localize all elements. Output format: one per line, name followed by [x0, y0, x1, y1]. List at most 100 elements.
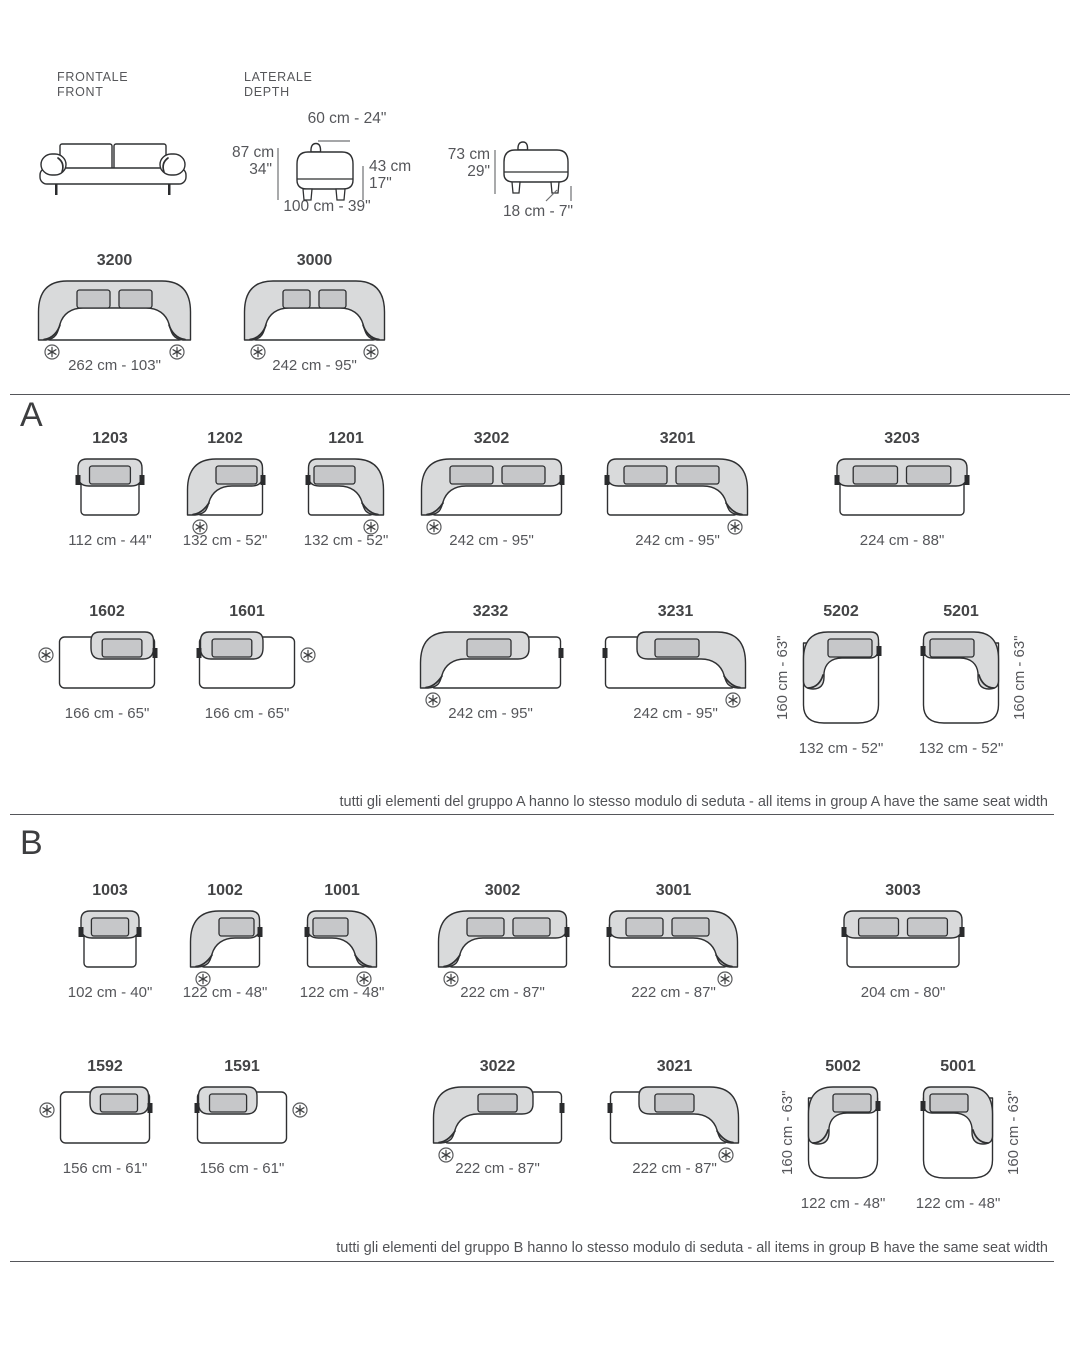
- module-width-dim: 156 cm - 61": [199, 1160, 285, 1177]
- module-width-dim: 222 cm - 87": [631, 984, 716, 1001]
- module-code: 3001: [655, 882, 692, 899]
- module-3022: 3022 222 cm - 87": [432, 1056, 565, 1181]
- module-width-dim: 242 cm - 95": [449, 532, 534, 549]
- module-width-dim: 132 cm - 52": [918, 740, 1004, 757]
- group-b-letter: B: [20, 824, 43, 862]
- module-top-view-diagram: [39, 1086, 153, 1145]
- asterisk-icon: [438, 1147, 454, 1163]
- module-top-view-diagram: [604, 458, 749, 535]
- module-width-dim: 156 cm - 61": [62, 1160, 148, 1177]
- asterisk-icon: [192, 519, 208, 535]
- module-top-view-diagram: [305, 458, 385, 535]
- module-top-view-diagram: [38, 631, 158, 690]
- module-code: 1003: [92, 882, 128, 899]
- connector-tab: [964, 475, 970, 485]
- connector-tab: [304, 927, 310, 937]
- connector-tab: [559, 475, 565, 485]
- back-cushion-left: [59, 143, 113, 172]
- module-depth-dim: 160 cm - 63": [1005, 1090, 1022, 1176]
- module-top-view-diagram: [920, 631, 1000, 725]
- connector-tab: [606, 927, 612, 937]
- module-code: 3022: [479, 1058, 516, 1075]
- module-width-dim: 132 cm - 52": [303, 532, 389, 549]
- module-top-view-diagram: [419, 631, 564, 708]
- module-width-dim: 242 cm - 95": [272, 357, 357, 374]
- asterisk-icon: [425, 692, 441, 708]
- asterisk-icon: [292, 1102, 308, 1118]
- connector-tab: [139, 475, 145, 485]
- connector-tab: [257, 927, 263, 937]
- module-depth-dim: 160 cm - 63": [1011, 635, 1028, 721]
- asterisk-icon: [250, 344, 266, 360]
- connector-tab: [841, 927, 847, 937]
- module-width-dim: 222 cm - 87": [455, 1160, 540, 1177]
- back-height-cm: 73 cm: [447, 146, 490, 163]
- front-label-en: FRONT: [57, 85, 104, 99]
- sofa-front-view-drawing: [39, 143, 187, 195]
- side-view-2-drawing: [494, 141, 572, 202]
- leg-left: [55, 184, 58, 195]
- leg: [511, 181, 521, 194]
- module-code: 1591: [224, 1058, 260, 1075]
- module-width-dim: 132 cm - 52": [798, 740, 884, 757]
- asterisk-icon: [356, 971, 372, 987]
- module-width-dim: 122 cm - 48": [182, 984, 268, 1001]
- module-width-dim: 242 cm - 95": [635, 532, 720, 549]
- module-code: 3002: [484, 882, 521, 899]
- arm-curl-right: [162, 157, 169, 173]
- connector-tab: [78, 927, 84, 937]
- module-top-view-diagram: [37, 280, 192, 360]
- side-view-back-height: 73 cm 29" 18 cm - 7": [438, 106, 648, 220]
- handle-loop: [517, 141, 529, 151]
- module-depth-dim: 160 cm - 63": [774, 635, 791, 721]
- module-5202: 5202 132 cm - 52" 160 cm - 63": [774, 601, 883, 761]
- connector-tab: [75, 475, 81, 485]
- side-view-dimensioned: 60 cm - 24" 87 cm 34" 43 cm 17" 100 cm -…: [232, 106, 442, 218]
- module-top-view-diagram: [243, 280, 386, 360]
- module-code: 5001: [940, 1058, 976, 1075]
- connector-tab: [920, 646, 926, 656]
- connector-tab: [875, 1101, 881, 1111]
- module-width-dim: 122 cm - 48": [800, 1195, 886, 1212]
- connector-tab: [559, 1103, 565, 1113]
- module-code: 5202: [823, 603, 859, 620]
- module-top-view-diagram: [834, 458, 970, 517]
- group-b-note: tutti gli elementi del gruppo B hanno lo…: [336, 1240, 1048, 1256]
- module-width-dim: 224 cm - 88": [859, 532, 945, 549]
- module-code: 3000: [296, 252, 333, 269]
- front-view-label: FRONTALE FRONT: [57, 70, 128, 100]
- module-top-view-diagram: [189, 910, 263, 987]
- seat-base: [39, 167, 187, 185]
- seat-height-in: 17": [369, 175, 392, 192]
- group-b-note-rule: [10, 1261, 1054, 1262]
- asterisk-icon: [363, 519, 379, 535]
- leg-right: [168, 184, 171, 195]
- module-code: 3231: [657, 603, 694, 620]
- asterisk-icon: [195, 971, 211, 987]
- module-width-dim: 166 cm - 65": [64, 705, 150, 722]
- asterisk-icon: [169, 344, 185, 360]
- module-code: 1001: [324, 882, 360, 899]
- back-height-in: 29": [467, 163, 490, 180]
- module-code: 1592: [87, 1058, 123, 1075]
- connector-tab: [152, 648, 158, 658]
- leg: [335, 188, 346, 201]
- module-width-dim: 132 cm - 52": [182, 532, 268, 549]
- back-cushion-right: [113, 143, 167, 172]
- module-depth-dim: 160 cm - 63": [779, 1090, 796, 1176]
- module-top-view-diagram: [194, 1086, 308, 1145]
- module-code: 1601: [229, 603, 265, 620]
- connector-tab: [305, 475, 311, 485]
